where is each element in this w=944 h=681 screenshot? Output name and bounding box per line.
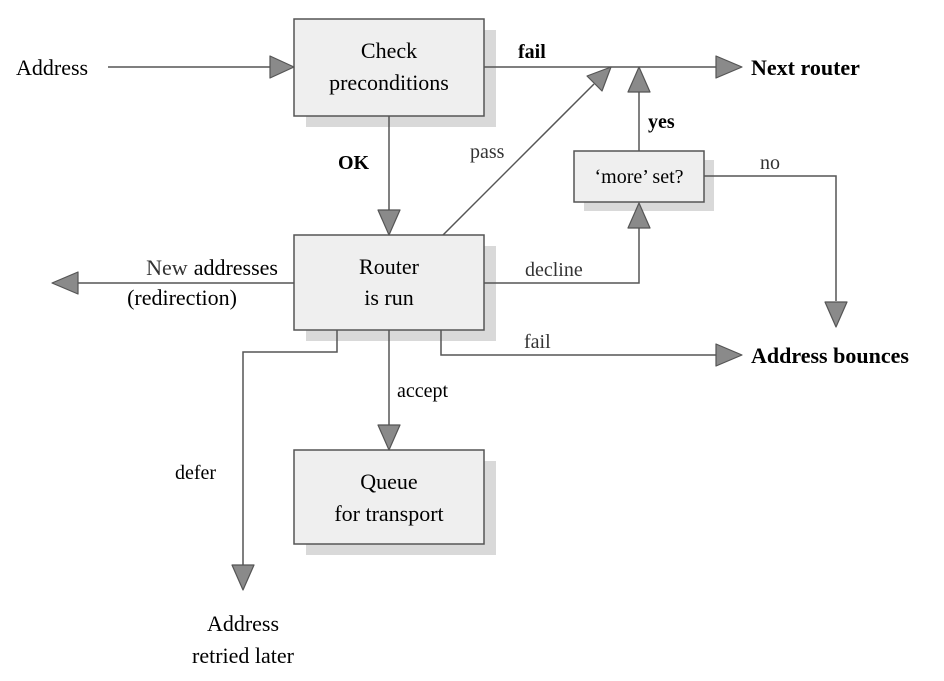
arrow-into-router <box>377 209 401 236</box>
arrow-pass <box>586 66 612 92</box>
no-label: no <box>760 152 780 174</box>
more-set-decision-node: ‘more’ set? <box>573 150 714 211</box>
check-preconditions-box <box>293 18 485 117</box>
ok-label: OK <box>338 152 370 174</box>
arrow-yes <box>627 66 651 93</box>
router-run-box <box>293 234 485 331</box>
decline-line <box>484 227 640 284</box>
address-bounces-label: Address bounces <box>751 343 909 368</box>
queue-transport-line1: Queue <box>360 469 417 494</box>
check-preconditions-line2: preconditions <box>329 70 449 95</box>
redirection-label: (redirection) <box>127 285 237 310</box>
queue-transport-line2: for transport <box>334 501 443 526</box>
arrow-bounces <box>715 343 743 367</box>
router-run-line1: Router <box>359 254 420 279</box>
arrow-into-check <box>269 55 295 79</box>
queue-transport-box <box>293 449 485 545</box>
arrow-redirection <box>51 271 79 295</box>
queue-transport-node: Queue for transport <box>293 449 496 555</box>
decline-label: decline <box>525 259 583 281</box>
pass-line <box>442 83 595 236</box>
check-preconditions-node: Check preconditions <box>293 18 496 127</box>
defer-label: defer <box>175 462 216 484</box>
pass-label: pass <box>470 141 505 163</box>
fail-bottom-label: fail <box>524 331 551 353</box>
address-input-label: Address <box>16 55 88 80</box>
next-router-label: Next router <box>751 55 860 80</box>
more-set-label: ‘more’ set? <box>594 166 683 188</box>
router-fail-line <box>440 330 718 356</box>
defer-line <box>242 330 338 566</box>
fail-top-label: fail <box>518 41 546 63</box>
arrow-defer <box>231 564 255 591</box>
arrow-into-queue <box>377 424 401 451</box>
new-prefix: New <box>146 255 188 280</box>
retried-later-line1: Address <box>207 611 279 636</box>
yes-label: yes <box>648 111 675 133</box>
more-set-box <box>573 150 705 203</box>
connectors <box>76 66 837 566</box>
no-line <box>704 175 837 301</box>
router-run-node: Router is run <box>293 234 496 341</box>
router-run-line2: is run <box>364 285 414 310</box>
accept-label: accept <box>397 380 449 402</box>
retried-later-line2: retried later <box>192 643 295 668</box>
arrow-to-next-router <box>715 55 743 79</box>
arrow-no <box>824 301 848 328</box>
check-preconditions-line1: Check <box>361 38 417 63</box>
new-suffix: addresses <box>194 255 278 280</box>
arrowheads <box>51 55 848 591</box>
arrow-into-more <box>627 202 651 229</box>
